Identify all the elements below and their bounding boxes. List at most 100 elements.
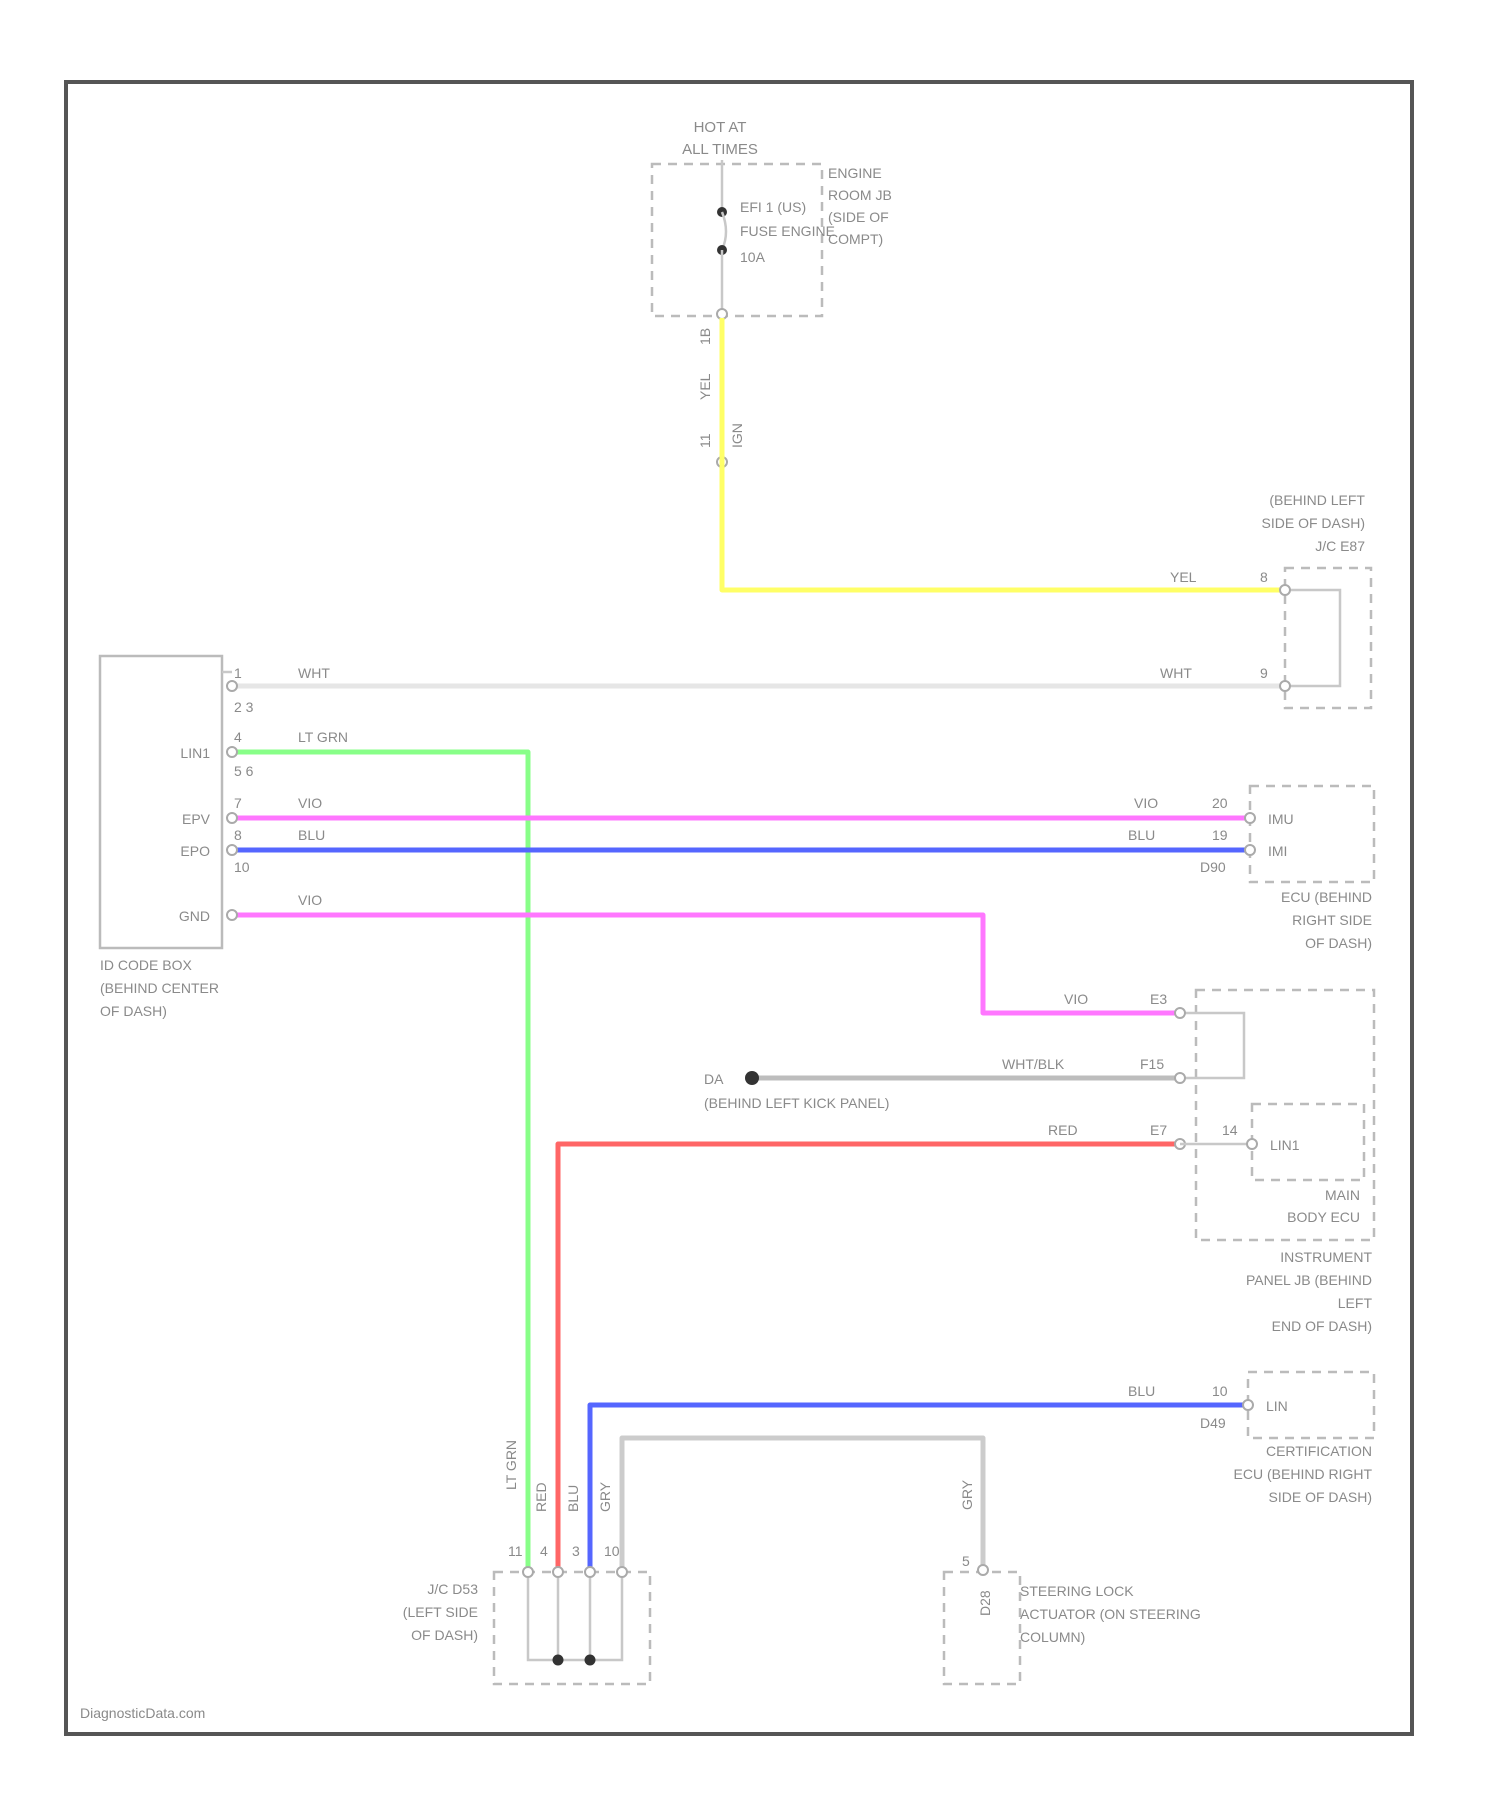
fuse-amp: 10A (740, 249, 766, 265)
wire-vio-gnd (232, 915, 1180, 1013)
jc-d53-pin-2: 4 (540, 1543, 548, 1559)
yel-label-right: YEL (1170, 569, 1197, 585)
jc-e87-pin8 (1280, 585, 1290, 595)
id-pin23: 2 3 (234, 699, 254, 715)
jc-d53-pin-1: 11 (508, 1543, 523, 1559)
jc-d53-wire-3: BLU (565, 1485, 581, 1512)
jc-d53-wire-4: GRY (597, 1481, 613, 1512)
jc-e87-line1: (BEHIND LEFT (1269, 492, 1365, 508)
ipjb-name-line1: INSTRUMENT (1280, 1249, 1372, 1265)
vio-gnd-label-left: VIO (298, 892, 322, 908)
steering-lock-pin5 (978, 1565, 988, 1575)
jc-d53-pin3 (585, 1567, 595, 1577)
jb-line3: (SIDE OF (828, 209, 889, 225)
jc-d53-name-line2: (LEFT SIDE (403, 1604, 478, 1620)
id-pin8-terminal (227, 845, 237, 855)
all-times-label: ALL TIMES (682, 141, 758, 158)
fuse-name: EFI 1 (US) (740, 199, 806, 215)
vio-label-left: VIO (298, 795, 322, 811)
jb-line4: COMPT) (828, 231, 883, 247)
pin-conn-label: 11 (697, 433, 713, 448)
steering-lock-wire: GRY (959, 1479, 975, 1510)
id-pin4-terminal (227, 747, 237, 757)
id-name-line3: OF DASH) (100, 1003, 167, 1019)
jc-d53-pin10 (617, 1567, 627, 1577)
jc-e87-pin9 (1280, 681, 1290, 691)
jc-d53-pin11 (523, 1567, 533, 1577)
ecu-pin20-label: 20 (1212, 795, 1228, 811)
blu-label-cert: BLU (1128, 1383, 1155, 1399)
steering-lock-name-line3: COLUMN) (1020, 1629, 1085, 1645)
id-pin10-terminal (227, 910, 237, 920)
wht-label-right: WHT (1160, 665, 1192, 681)
lt-grn-label-left: LT GRN (298, 729, 348, 745)
main-body-ecu-pin14 (1247, 1139, 1257, 1149)
ipjb-name-line3: LEFT (1338, 1295, 1373, 1311)
cert-pin-label: 10 (1212, 1383, 1228, 1399)
ipjb-name-line2: PANEL JB (BEHIND (1246, 1272, 1372, 1288)
jc-d53-bus (528, 1572, 622, 1660)
main-body-ecu-box (1252, 1104, 1364, 1180)
ecu-box (1250, 786, 1374, 882)
jc-d53-wire-2: RED (533, 1482, 549, 1512)
id-epv-label: EPV (182, 811, 211, 827)
jc-d53-name-line1: J/C D53 (427, 1581, 478, 1597)
id-pin4: 4 (234, 729, 242, 745)
yel-label-vertical: YEL (697, 373, 713, 400)
steering-lock-conn: D28 (977, 1590, 993, 1616)
ecu-name-line2: RIGHT SIDE (1292, 912, 1372, 928)
red-label-ipjb: RED (1048, 1122, 1078, 1138)
blu-label-ecu: BLU (1128, 827, 1155, 843)
ecu-pin20 (1245, 813, 1255, 823)
id-gnd-label: GND (179, 908, 210, 924)
ipjb-f15-label: F15 (1140, 1056, 1164, 1072)
id-name-line2: (BEHIND CENTER (100, 980, 219, 996)
steering-lock-name-line2: ACTUATOR (ON STEERING (1020, 1606, 1201, 1622)
wire-yel (722, 318, 1285, 590)
instrument-panel-jb: VIO E3 WHT/BLK F15 DA (BEHIND LEFT KICK … (704, 990, 1374, 1334)
jc-d53-name-line3: OF DASH) (411, 1627, 478, 1643)
ecu-pin19-label: 19 (1212, 827, 1228, 843)
engine-room-jb: HOT AT ALL TIMES EFI 1 (US) FUSE ENGINE … (652, 119, 892, 467)
diagram-frame (66, 82, 1412, 1734)
ign-label-vertical: IGN (729, 423, 745, 448)
wht-label-left: WHT (298, 665, 330, 681)
ipjb-bridge (1180, 1013, 1244, 1078)
jc-e87-pin9-label: 9 (1260, 665, 1268, 681)
hot-at-label: HOT AT (694, 119, 747, 136)
main-body-line1: MAIN (1325, 1187, 1360, 1203)
cert-ecu-pin10 (1243, 1400, 1253, 1410)
id-pin8: 8 (234, 827, 242, 843)
jc-e87-name: J/C E87 (1315, 538, 1365, 554)
ipjb-14-label: 14 (1222, 1122, 1238, 1138)
id-pin7-terminal (227, 813, 237, 823)
ecu-conn-label: D90 (1200, 859, 1226, 875)
steering-lock-pin-label: 5 (962, 1553, 970, 1569)
engine-room-jb-box (652, 164, 822, 316)
jc-e87-bridge (1285, 590, 1340, 686)
steering-lock-box (944, 1572, 1020, 1684)
cert-name-line2: ECU (BEHIND RIGHT (1234, 1466, 1373, 1482)
fuse-icon (722, 212, 726, 250)
wire-gry (622, 1438, 983, 1570)
jc-d53-pin-3: 3 (572, 1543, 580, 1559)
jc-d53-wire-1: LT GRN (503, 1440, 519, 1490)
ground-id: DA (704, 1071, 724, 1087)
id-code-box-rect (100, 656, 222, 948)
ground-desc: (BEHIND LEFT KICK PANEL) (704, 1095, 889, 1111)
jc-d53-splice-1 (553, 1655, 564, 1666)
jb-line1: ENGINE (828, 165, 882, 181)
jc-d53-splice-2 (585, 1655, 596, 1666)
vio-label-ipjb: VIO (1064, 991, 1088, 1007)
blu-label-left: BLU (298, 827, 325, 843)
wire-lt-grn (232, 752, 528, 1570)
ecu-name-line1: ECU (BEHIND (1281, 889, 1372, 905)
wire-red (558, 1144, 1180, 1570)
jc-e87-line2: SIDE OF DASH) (1262, 515, 1365, 531)
jb-output-pin (717, 309, 727, 319)
jc-e87: (BEHIND LEFT SIDE OF DASH) J/C E87 YEL 8… (1160, 492, 1371, 708)
certification-ecu: BLU 10 LIN D49 CERTIFICATION ECU (BEHIND… (1128, 1372, 1374, 1505)
fuse-engine: FUSE ENGINE (740, 223, 835, 239)
jc-d53-box (494, 1572, 650, 1684)
